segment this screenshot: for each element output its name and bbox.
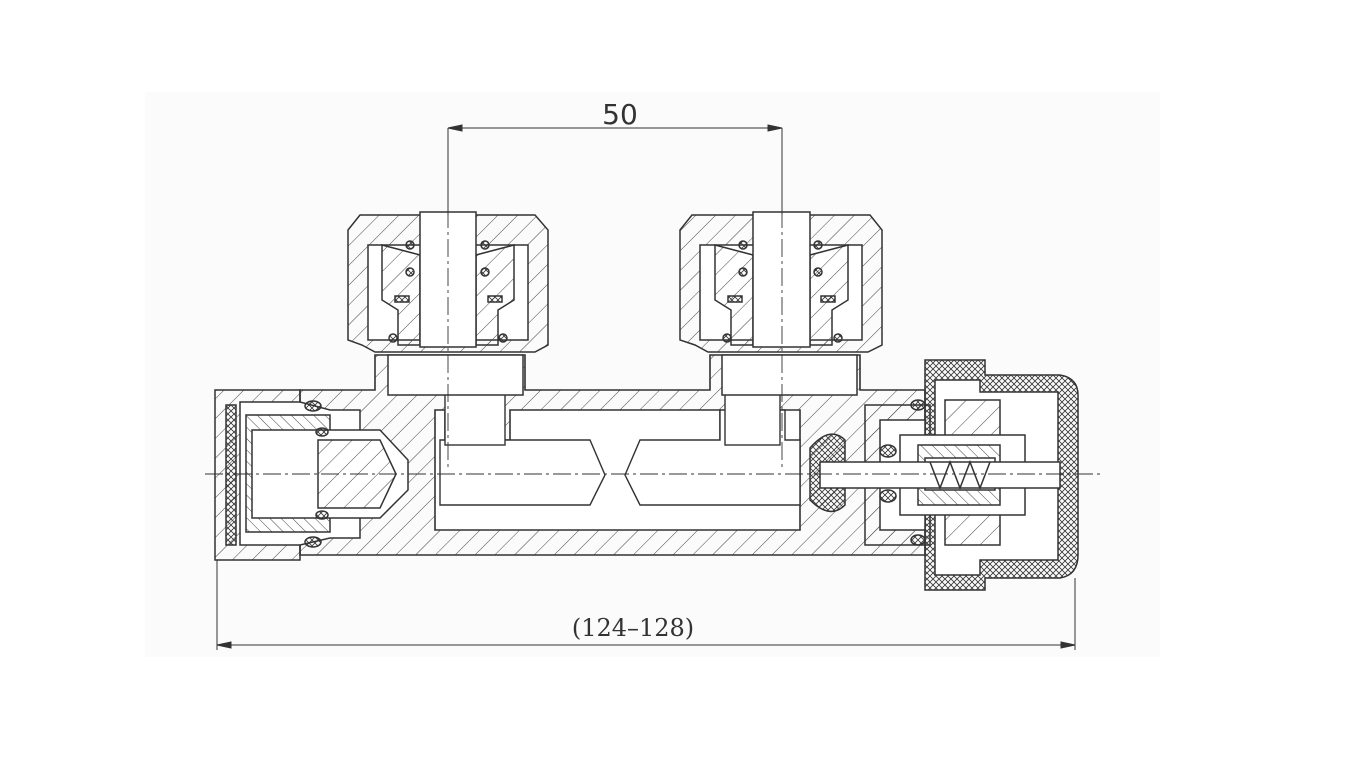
dimension-top xyxy=(447,124,783,215)
dimension-bottom-label: (124–128) xyxy=(572,614,694,642)
dimension-bottom xyxy=(216,560,1076,650)
dimension-top-label: 50 xyxy=(602,98,638,131)
right-end-valve xyxy=(809,359,1079,591)
centerlines xyxy=(205,210,1100,475)
right-top-fitting xyxy=(679,211,883,396)
